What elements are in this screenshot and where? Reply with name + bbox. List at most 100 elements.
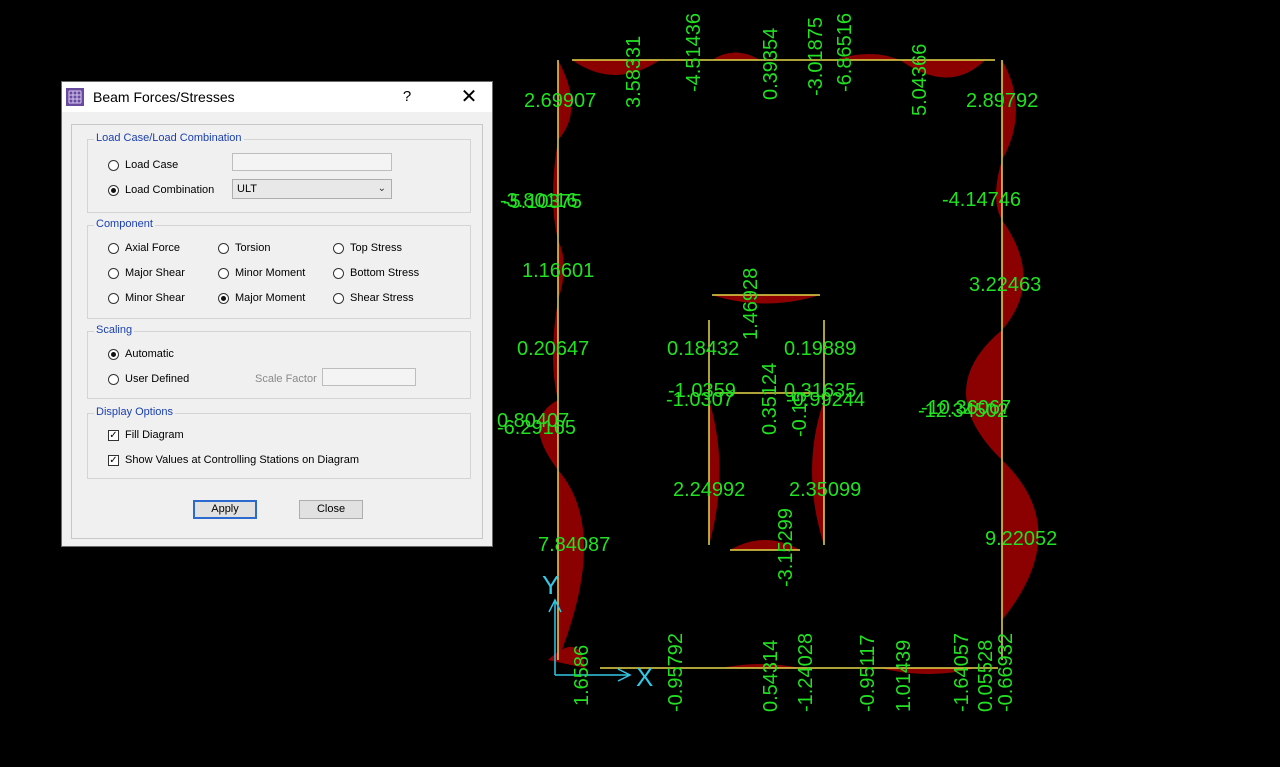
radio-button[interactable]	[108, 267, 119, 279]
value-label: 1.01439	[893, 640, 915, 712]
value-label: 0.80407	[497, 410, 569, 432]
value-label: -0.95792	[665, 633, 687, 712]
show-values-label: Show Values at Controlling Stations on D…	[125, 454, 359, 466]
value-label: -0.99244	[786, 389, 865, 411]
radio-button[interactable]	[333, 242, 344, 254]
left-column-fill	[539, 60, 584, 660]
value-label: 1.6586	[571, 645, 593, 706]
load-combination-label: Load Combination	[125, 184, 215, 196]
beam-forces-dialog[interactable]: Beam Forces/Stresses ? ✕ Load Case/Load …	[61, 81, 493, 547]
value-label: -10.36067	[921, 397, 1011, 419]
dialog-title: Beam Forces/Stresses	[93, 89, 235, 105]
component-group: Component Axial Force Torsion Top Stress…	[87, 218, 471, 319]
radio-button[interactable]	[333, 267, 344, 279]
value-label: 0.39354	[760, 28, 782, 100]
component-option[interactable]: Minor Moment	[218, 265, 305, 281]
component-option-label: Minor Moment	[235, 267, 306, 279]
radio-button[interactable]	[333, 292, 344, 304]
inner-top-fill	[712, 295, 820, 304]
value-label: 2.24992	[673, 479, 745, 501]
load-case-radio-button[interactable]	[108, 159, 119, 171]
user-defined-radio[interactable]: User Defined	[108, 371, 189, 387]
radio-button[interactable]	[218, 267, 229, 279]
value-label: 0.35124	[759, 363, 781, 435]
component-option-label: Axial Force	[125, 242, 181, 254]
component-option[interactable]: Major Shear	[108, 265, 185, 281]
value-label: 7.84087	[538, 534, 610, 556]
scale-factor-field[interactable]	[322, 368, 416, 386]
value-label: -4.14746	[942, 189, 1021, 211]
component-option[interactable]: Bottom Stress	[333, 265, 419, 281]
x-axis-label: X	[636, 662, 653, 692]
frame-members	[557, 59, 1003, 669]
help-button[interactable]: ?	[402, 88, 412, 105]
component-option-label: Major Shear	[125, 267, 185, 279]
load-combination-radio-button[interactable]	[108, 184, 119, 196]
fill-diagram-checkbox[interactable]: ✓ Fill Diagram	[108, 427, 184, 443]
display-options-group: Display Options ✓ Fill Diagram ✓ Show Va…	[87, 406, 471, 479]
checkbox[interactable]: ✓	[108, 454, 119, 466]
value-label: 5.04366	[909, 44, 931, 116]
radio-button[interactable]	[108, 348, 119, 360]
component-option-label: Shear Stress	[350, 292, 414, 304]
value-label: -1.64057	[951, 633, 973, 712]
load-case-field[interactable]	[232, 153, 392, 171]
radio-button[interactable]	[108, 373, 119, 385]
value-label: -0.15	[789, 391, 811, 437]
chevron-down-icon: ⌄	[377, 183, 386, 194]
load-case-radio[interactable]: Load Case	[108, 157, 178, 173]
y-axis-label: Y	[542, 570, 559, 600]
radio-button[interactable]	[218, 292, 229, 304]
automatic-radio[interactable]: Automatic	[108, 346, 174, 362]
display-options-legend: Display Options	[94, 406, 176, 418]
value-label: -5.10375	[503, 191, 582, 213]
value-label: -12.34502	[918, 400, 1008, 422]
user-defined-label: User Defined	[125, 373, 190, 385]
component-option-label: Bottom Stress	[350, 267, 420, 279]
bottom-beam-fill	[548, 646, 975, 674]
load-case-group-legend: Load Case/Load Combination	[94, 132, 244, 144]
fill-diagram-label: Fill Diagram	[125, 429, 184, 441]
scaling-group: Scaling Automatic User Defined Scale Fac…	[87, 324, 471, 399]
close-window-icon[interactable]: ✕	[460, 86, 478, 108]
component-option[interactable]: Minor Shear	[108, 290, 185, 306]
value-label: 0.20647	[517, 338, 589, 360]
top-beam-fill	[572, 52, 985, 78]
y-axis-arrow	[548, 598, 562, 613]
close-button[interactable]: Close	[299, 500, 363, 519]
component-option[interactable]: Axial Force	[108, 240, 180, 256]
dialog-titlebar[interactable]: Beam Forces/Stresses ? ✕	[62, 82, 492, 112]
value-label: 0.31635	[784, 380, 856, 402]
radio-button[interactable]	[108, 292, 119, 304]
global-axes	[548, 598, 632, 682]
automatic-label: Automatic	[125, 348, 174, 360]
value-label: 3.22463	[969, 274, 1041, 296]
load-combination-select[interactable]: ULT ⌄	[232, 179, 392, 199]
inner-right-fill	[812, 400, 824, 545]
value-label: 9.22052	[985, 528, 1057, 550]
value-label: 2.35099	[789, 479, 861, 501]
inner-bottom-fill	[730, 540, 800, 550]
load-case-label: Load Case	[125, 159, 179, 171]
component-option[interactable]: Major Moment	[218, 290, 305, 306]
scaling-group-legend: Scaling	[94, 324, 135, 336]
value-label: 0.18432	[667, 338, 739, 360]
value-label: -3.80116	[500, 190, 577, 212]
value-label: -0.66932	[995, 633, 1017, 712]
load-combination-radio[interactable]: Load Combination	[108, 182, 214, 198]
radio-button[interactable]	[108, 242, 119, 254]
component-option[interactable]: Shear Stress	[333, 290, 414, 306]
value-label: 1.46928	[740, 268, 762, 340]
dialog-body: Load Case/Load Combination Load Case Loa…	[71, 124, 483, 539]
checkbox[interactable]: ✓	[108, 429, 119, 441]
component-option[interactable]: Top Stress	[333, 240, 402, 256]
value-label: -3.01875	[805, 17, 827, 96]
component-option[interactable]: Torsion	[218, 240, 270, 256]
radio-button[interactable]	[218, 242, 229, 254]
show-values-checkbox[interactable]: ✓ Show Values at Controlling Stations on…	[108, 452, 359, 468]
value-label: -1.24028	[795, 633, 817, 712]
value-label: -1.0307	[666, 389, 734, 411]
value-label: -0.95117	[857, 635, 879, 712]
apply-button[interactable]: Apply	[193, 500, 257, 519]
